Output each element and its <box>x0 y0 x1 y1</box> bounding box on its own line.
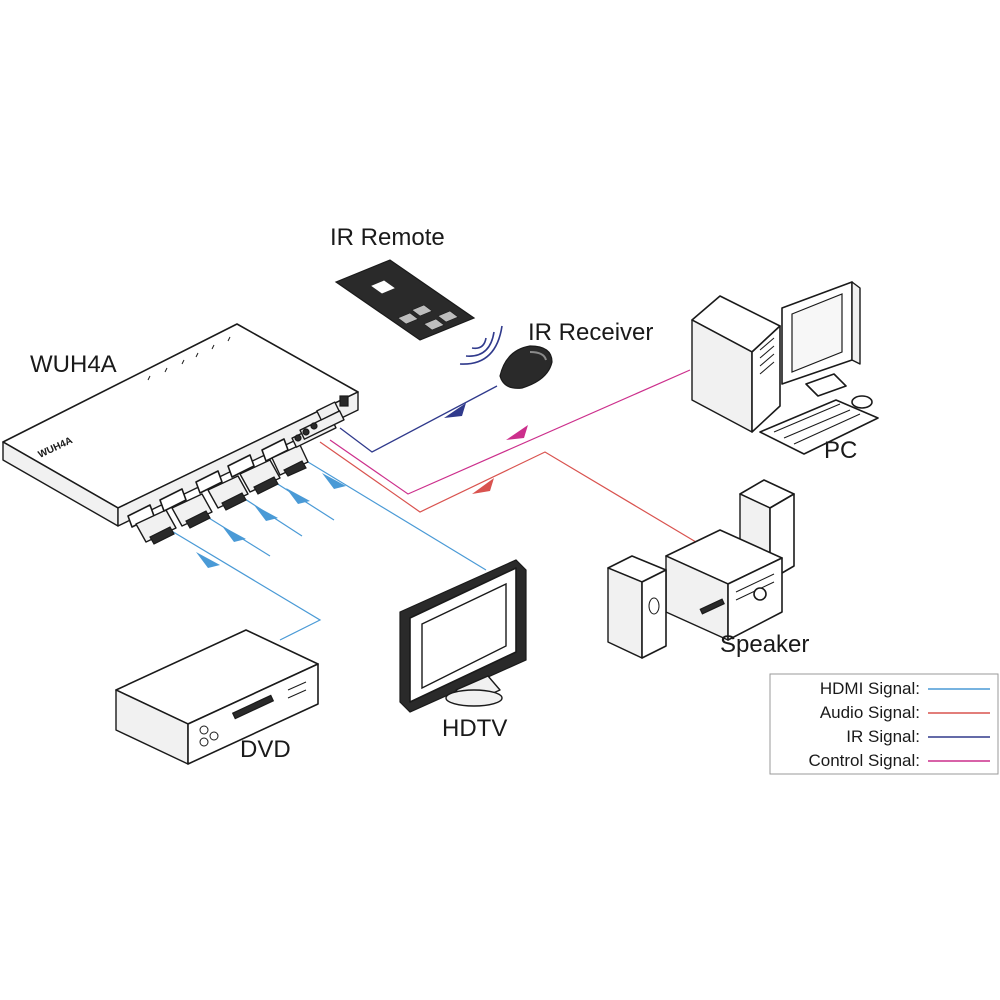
ir-wave-icon <box>459 325 503 365</box>
audio-ir-connectors <box>291 395 349 448</box>
hdmi-signal-arrow-in3 <box>254 505 278 521</box>
legend-item-hdmi: HDMI Signal: <box>820 679 990 698</box>
hdtv-label: HDTV <box>442 715 507 742</box>
audio-signal-arrow <box>472 478 494 494</box>
ir-receiver-label: IR Receiver <box>528 319 653 346</box>
switch-device: WUH4A <box>2 323 359 545</box>
ir-signal-line <box>339 385 498 453</box>
switch-label: WUH4A <box>30 351 117 378</box>
hdmi-signal-arrow-dvd <box>196 552 220 568</box>
hdmi-signal-arrow-in2 <box>222 526 246 542</box>
legend-item-audio: Audio Signal: <box>820 703 990 722</box>
hdmi-port-in3 <box>195 470 249 511</box>
speaker-device <box>607 479 795 659</box>
legend-label-ir: IR Signal: <box>846 727 920 746</box>
control-signal-line <box>329 369 691 495</box>
legend-label-hdmi: HDMI Signal: <box>820 679 920 698</box>
hdmi-signal-line-hdtv <box>307 461 487 571</box>
hdmi-port-out <box>261 438 309 477</box>
legend: HDMI Signal: Audio Signal: IR Signal: Co… <box>769 673 999 775</box>
hdmi-signal-arrow-in4 <box>286 488 310 504</box>
legend-label-control: Control Signal: <box>808 751 920 770</box>
hdtv-device <box>399 559 527 713</box>
ir-remote-label: IR Remote <box>330 224 445 251</box>
ir-remote-device <box>334 259 476 341</box>
ir-signal-arrow <box>444 403 466 418</box>
speaker-label: Speaker <box>720 631 809 658</box>
hdmi-signal-arrow-hdtv <box>322 473 346 489</box>
hdmi-port-in2 <box>159 488 213 529</box>
hdmi-signal-line-dvd <box>169 529 322 641</box>
hdmi-port-in4 <box>227 454 281 495</box>
audio-signal-line <box>319 441 707 549</box>
dvd-device <box>115 629 319 765</box>
legend-item-control: Control Signal: <box>808 751 990 770</box>
pc-label: PC <box>824 437 857 464</box>
ir-receiver-device <box>499 345 553 389</box>
dvd-label: DVD <box>240 736 291 763</box>
legend-label-audio: Audio Signal: <box>820 703 920 722</box>
legend-item-ir: IR Signal: <box>846 727 990 746</box>
control-signal-arrow <box>506 425 528 440</box>
pc-device <box>691 281 879 455</box>
hdmi-port-in1 <box>127 504 177 545</box>
